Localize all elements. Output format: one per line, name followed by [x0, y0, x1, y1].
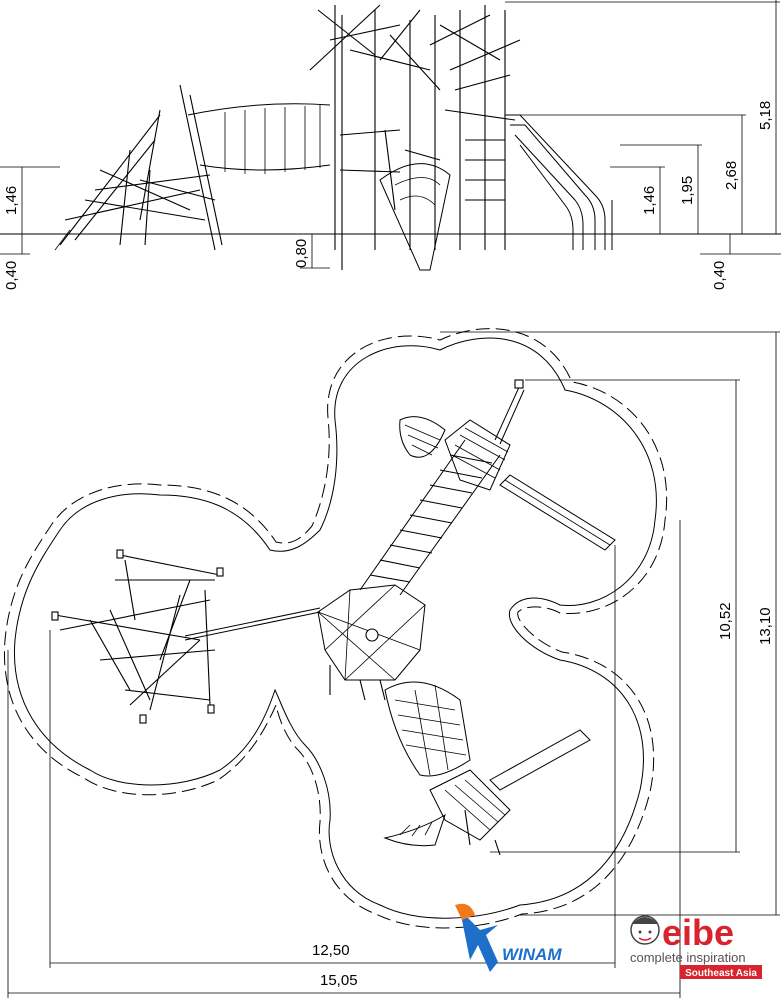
dim-inner-depth: 10,52	[717, 602, 734, 640]
dim-right-platform-low: 1,46	[641, 186, 658, 215]
safety-zone-outline	[13, 337, 657, 919]
elevation-view: 1,46 0,40 0,80 1,46 1,95 2,68 5,18 0,40	[0, 0, 781, 290]
dim-center-foundation: 0,80	[293, 239, 310, 268]
plan-view: 12,50 15,05 10,52 13,10	[3, 328, 780, 998]
dim-total-depth: 13,10	[757, 607, 774, 645]
winam-logo: WINAM	[455, 903, 562, 972]
boat-roof-lower	[383, 813, 446, 847]
top-tower-plan	[399, 379, 616, 551]
boat-roof-top	[399, 416, 446, 458]
dim-left-height: 1,46	[3, 186, 20, 215]
eibe-region-badge	[680, 965, 762, 979]
eibe-wordmark: eibe	[662, 912, 734, 953]
plan-dim-lines	[7, 331, 780, 998]
dim-right-foundation: 0,40	[711, 261, 728, 290]
winam-wordmark: WINAM	[502, 945, 562, 964]
lower-tower-plan	[383, 681, 591, 856]
left-climbing-frame	[54, 84, 223, 251]
dim-inner-width: 12,50	[312, 942, 350, 959]
dim-total-height: 5,18	[757, 101, 774, 130]
left-climbing-frame-plan	[51, 549, 224, 724]
safety-zone-outline-dashed	[3, 328, 667, 929]
eibe-logo: eibe complete inspiration Southeast Asia	[630, 912, 762, 979]
dim-total-width: 15,05	[320, 972, 358, 989]
dim-right-platform-mid: 1,95	[679, 176, 696, 205]
winam-figure-icon	[460, 910, 498, 972]
dim-left-foundation: 0,40	[3, 261, 20, 290]
eibe-tagline: complete inspiration	[630, 950, 746, 965]
elevation-dim-lines	[0, 0, 780, 269]
ladder-bridge-plan	[359, 439, 501, 596]
slide-elevation	[505, 114, 613, 250]
eibe-face-icon	[630, 915, 660, 945]
eibe-region-label: Southeast Asia	[685, 968, 757, 979]
dim-right-platform-high: 2,68	[723, 161, 740, 190]
hex-tower-plan	[317, 584, 426, 701]
cable-bridge-plan	[184, 611, 321, 641]
central-towers	[309, 4, 521, 271]
net-bridge	[187, 103, 331, 174]
slide-plan-lower	[489, 729, 591, 791]
net-tunnel-plan	[384, 681, 471, 777]
